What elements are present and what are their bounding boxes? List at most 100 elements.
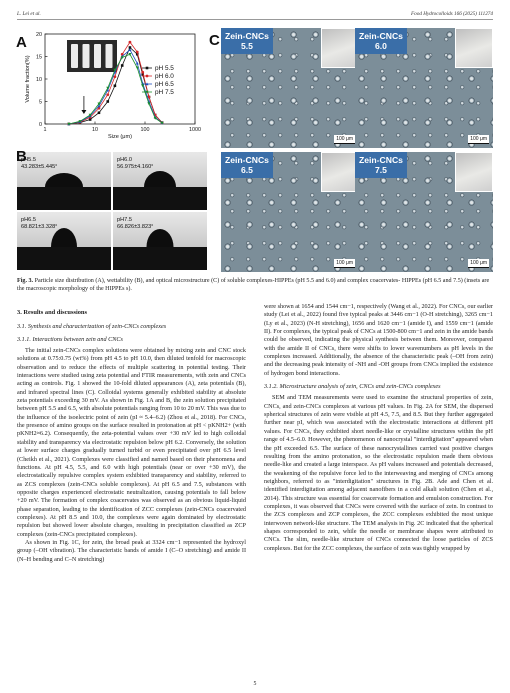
paragraph: SEM and TEM measurements were used to ex… — [264, 394, 493, 552]
macroscopic-inset — [321, 28, 359, 68]
contact-angle-label: pH7.5 66.826±3.823° — [117, 217, 154, 230]
data-point — [135, 52, 139, 56]
panel-a-letter: A — [16, 34, 27, 51]
x-tick-label: 100 — [141, 127, 150, 133]
header-rule — [17, 19, 493, 20]
micrograph: Zein-CNCs 7.5 100 μm — [355, 152, 493, 272]
contact-angle-image: pH6.0 56.975±4.160° — [113, 152, 207, 210]
data-point — [97, 106, 101, 110]
data-point — [67, 122, 71, 126]
right-column: were shown at 1654 and 1544 cm−1, respec… — [264, 303, 493, 553]
data-point — [160, 121, 164, 125]
scale-bar: 100 μm — [468, 259, 489, 268]
journal-citation: Food Hydrocolloids 166 (2025) 111274 — [410, 11, 493, 17]
y-tick-label: 10 — [36, 77, 42, 83]
data-point — [153, 116, 157, 120]
micrograph: Zein-CNCs 6.5 100 μm — [221, 152, 359, 272]
contact-angle-image: pH6.5 68.821±3.328° — [17, 212, 111, 270]
vial-icon — [71, 44, 78, 68]
arrow-head — [81, 110, 87, 114]
micrograph: Zein-CNCs 6.0 100 μm — [355, 28, 493, 148]
data-point — [128, 46, 132, 49]
legend-label: pH 6.5 — [155, 81, 174, 88]
micrograph: Zein-CNCs 5.5 100 μm — [221, 28, 359, 148]
caption-label: Fig. 3. — [17, 278, 34, 284]
data-point — [113, 75, 117, 79]
data-point — [78, 120, 82, 123]
data-point — [135, 66, 139, 70]
data-point — [113, 84, 117, 88]
micrograph-tag: Zein-CNCs 7.5 — [355, 152, 407, 178]
data-point — [120, 64, 124, 67]
contact-angle-label: pH6.5 68.821±3.328° — [21, 217, 58, 230]
legend-marker — [145, 74, 149, 78]
page-number: 5 — [253, 681, 257, 687]
scale-bar: 100 μm — [468, 135, 489, 144]
data-point — [106, 88, 110, 92]
macroscopic-inset — [455, 28, 493, 68]
data-point — [88, 118, 92, 121]
panel-b-letter: B — [16, 148, 27, 165]
data-point — [88, 113, 92, 117]
vial-icon — [82, 44, 90, 68]
data-point — [113, 68, 117, 72]
data-point — [128, 40, 132, 44]
subsubsection-heading: 3.1.2. Microstructure analysis of zein, … — [264, 383, 441, 391]
data-point — [141, 84, 145, 88]
x-tick-label: 10 — [92, 127, 98, 133]
data-point — [106, 86, 110, 90]
contact-angle-image: pH5.5 43.283±5.445° — [17, 152, 111, 210]
data-point — [120, 56, 124, 59]
contact-angle-image: pH7.5 66.826±3.823° — [113, 212, 207, 270]
y-tick-label: 15 — [36, 55, 42, 61]
y-tick-label: 20 — [36, 32, 42, 38]
micrograph-tag: Zein-CNCs 5.5 — [221, 28, 273, 54]
legend-label: pH 7.5 — [155, 89, 174, 96]
vial-icon — [94, 44, 101, 68]
data-point — [120, 52, 124, 56]
data-point — [128, 53, 132, 56]
paragraph: The initial zein-CNCs complex solutions … — [17, 347, 246, 538]
micrograph-tag: Zein-CNCs 6.0 — [355, 28, 407, 54]
panel-c: C Zein-CNCs 5.5 100 μm Zein-CNCs 6.0 100… — [209, 28, 493, 273]
legend-marker — [145, 66, 149, 70]
subsection-heading: 3.1. Synthesis and characterization of z… — [17, 323, 167, 331]
legend-marker — [145, 82, 149, 86]
data-point — [128, 48, 132, 51]
data-point — [147, 102, 151, 106]
micrograph-tag: Zein-CNCs 6.5 — [221, 152, 273, 178]
x-tick-label: 1000 — [189, 127, 201, 133]
y-tick-label: 5 — [39, 100, 42, 106]
data-point — [106, 100, 110, 103]
contact-angle-label: pH6.0 56.975±4.160° — [117, 157, 154, 170]
legend-label: pH 6.0 — [155, 73, 174, 80]
macroscopic-inset — [321, 152, 359, 192]
data-point — [141, 73, 145, 76]
vial-icon — [105, 44, 113, 68]
data-point — [97, 104, 101, 108]
macroscopic-inset — [455, 152, 493, 192]
legend-label: pH 5.5 — [155, 65, 174, 72]
legend-marker — [145, 90, 149, 94]
x-tick-label: 1 — [44, 127, 47, 133]
data-point — [97, 111, 101, 115]
subsubsection-heading: 3.1.1. Interactions between zein and CNC… — [17, 335, 123, 343]
data-point — [147, 95, 151, 99]
panel-b: B pH5.5 43.283±5.445° pH6.0 56.975±4.160… — [16, 148, 207, 272]
left-column: 3. Results and discussions 3.1. Synthesi… — [17, 306, 246, 564]
y-axis-label: Volume fraction(%) — [25, 55, 31, 102]
data-point — [141, 70, 145, 74]
data-point — [106, 93, 110, 97]
figure-caption: Fig. 3. Particle size distribution (A), … — [17, 277, 493, 294]
section-heading: 3. Results and discussions — [17, 309, 87, 316]
contact-angle-label: pH5.5 43.283±5.445° — [21, 157, 58, 170]
panel-c-letter: C — [209, 32, 220, 49]
x-axis-label: Size (μm) — [108, 134, 132, 140]
data-point — [135, 50, 139, 54]
running-author: L. Lei et al. — [17, 11, 41, 17]
scale-bar: 100 μm — [334, 259, 355, 268]
y-tick-label: 0 — [39, 122, 42, 128]
